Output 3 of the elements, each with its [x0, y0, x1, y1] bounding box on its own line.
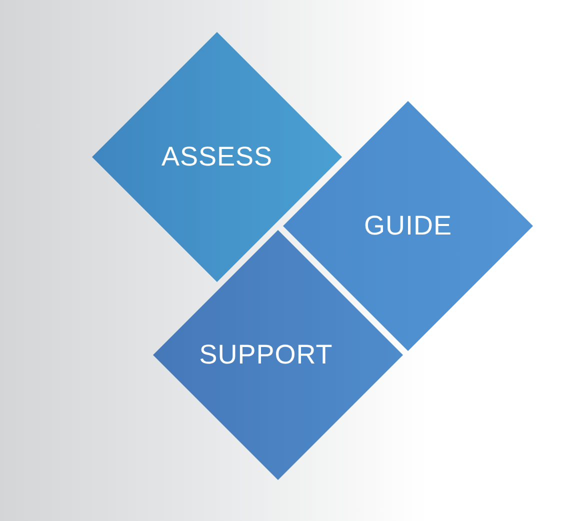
diamond-label: ASSESS — [161, 142, 273, 172]
diamond-label: SUPPORT — [199, 340, 333, 370]
diamond-label: GUIDE — [364, 210, 452, 242]
